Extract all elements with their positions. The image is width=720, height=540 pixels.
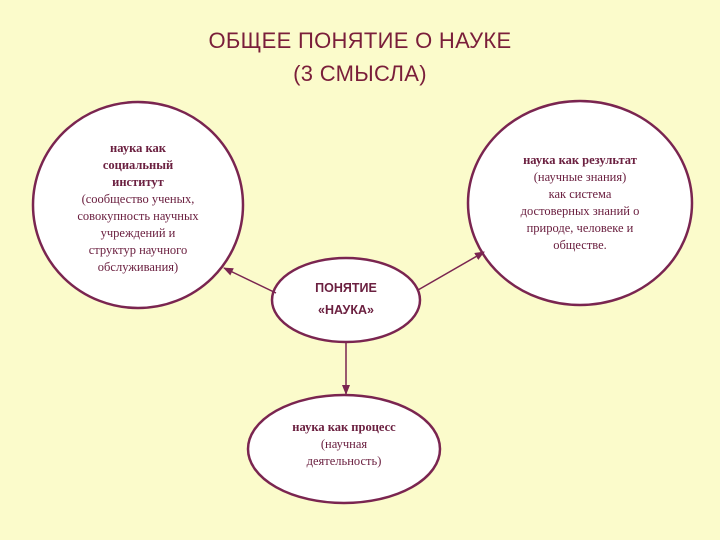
social-desc-line: обслуживания): [97, 260, 179, 274]
social-desc-line: структур научного: [88, 243, 188, 257]
center-concept-text: ПОНЯТИЕ «НАУКА»: [276, 277, 416, 321]
social-desc-line: совокупность научных: [77, 209, 199, 223]
process-head-line: наука как процесс: [292, 420, 396, 434]
social-head-line: институт: [112, 175, 164, 189]
result-desc-line: как система: [548, 187, 612, 201]
social-head-line: наука как: [110, 141, 166, 155]
arrow-to-result: [417, 251, 485, 291]
result-desc-line: обществе.: [553, 238, 607, 252]
social-desc-line: (сообщество ученых,: [81, 192, 195, 206]
result-desc-line: (научные знания): [533, 170, 627, 184]
result-circle: [466, 99, 694, 307]
process-circle: [246, 393, 442, 505]
arrow-to-social: [223, 267, 277, 294]
center-line: «НАУКА»: [318, 303, 374, 317]
social-desc-line: учреждений и: [100, 226, 176, 240]
process-desc-line: (научная: [320, 437, 368, 451]
center-line: ПОНЯТИЕ: [315, 281, 377, 295]
page-subtitle: (3 СМЫСЛА): [293, 61, 427, 86]
social-head-line: социальный: [102, 158, 174, 172]
page-title: ОБЩЕЕ ПОНЯТИЕ О НАУКЕ: [208, 28, 512, 53]
result-desc-line: природе, человеке и: [526, 221, 634, 235]
result-text: наука как результат (научные знания) как…: [490, 152, 670, 254]
process-text: наука как процесс (научная деятельность): [254, 419, 434, 470]
process-desc-line: деятельность): [306, 454, 382, 468]
social-institute-text: наука как социальный институт (сообществ…: [48, 140, 228, 276]
result-head-line: наука как результат: [523, 153, 637, 167]
result-desc-line: достоверных знаний о: [520, 204, 640, 218]
social-institute-circle: [31, 100, 245, 310]
